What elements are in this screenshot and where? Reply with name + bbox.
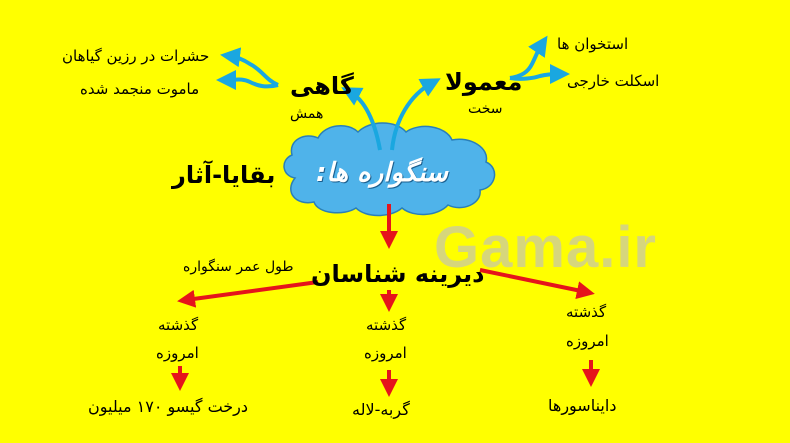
left-branch-title: گاهی <box>290 72 354 100</box>
arrow-to-right-column <box>479 268 595 299</box>
paleontology-title: دیرینه شناسان <box>311 260 485 288</box>
arrow-to-left-branch <box>341 87 382 151</box>
cloud-label: سنگواره ها: <box>316 158 448 188</box>
arrow-to-right-branch <box>390 78 441 151</box>
middle-col-today: امروزه <box>364 344 407 362</box>
left-col-past: گذشته <box>158 316 199 334</box>
left-col-result: درخت گیسو ۱۷۰ میلیون <box>88 397 249 416</box>
right-branch-subtitle: سخت <box>468 101 503 117</box>
right-col-today: امروزه <box>566 332 609 350</box>
left-item-insects: حشرات در رزین گیاهان <box>62 47 210 65</box>
left-item-mammoth: ماموت منجمد شده <box>80 80 200 98</box>
right-item-exoskeleton: اسکلت خارجی <box>567 72 660 90</box>
arrow-to-left-column <box>177 280 319 308</box>
middle-col-past: گذشته <box>366 316 407 334</box>
remains-label: بقایا-آثار <box>172 161 276 189</box>
middle-col-result: گربه-لاله <box>352 400 410 419</box>
watermark: Gama.ir <box>434 215 657 280</box>
right-item-bones: استخوان ها <box>557 35 629 53</box>
right-col-past: گذشته <box>566 303 607 321</box>
cloud-shape <box>283 122 496 217</box>
right-branch-title: معمولا <box>445 68 523 96</box>
right-col-result: دایناسورها <box>548 396 617 415</box>
fossil-lifespan-note: طول عمر سنگواره <box>183 259 294 275</box>
right-fork-arrow-top <box>509 35 548 80</box>
left-fork-arrow-top <box>220 47 279 87</box>
left-col-today: امروزه <box>156 344 199 362</box>
left-fork-arrow-bottom <box>216 69 279 90</box>
left-branch-subtitle: همش <box>290 106 324 122</box>
right-fork-arrow-bottom <box>509 64 570 85</box>
